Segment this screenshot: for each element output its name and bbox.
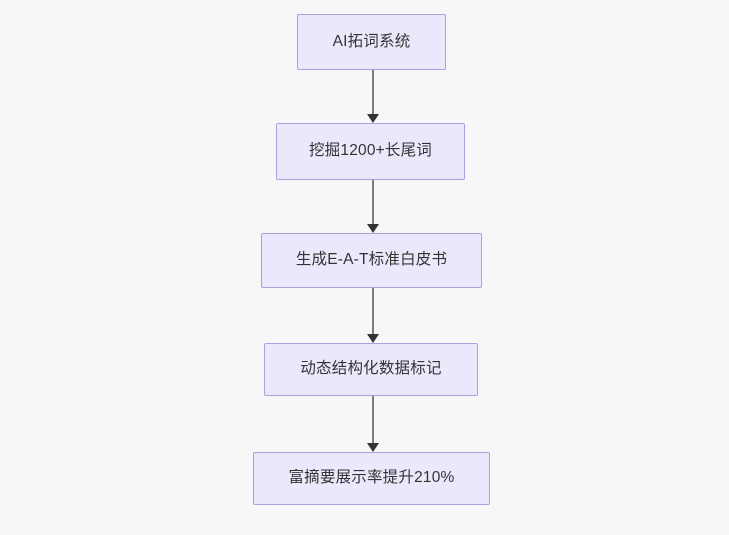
edge-n2-n3 [366, 180, 380, 233]
arrowhead-icon [367, 443, 379, 452]
flow-node-mine-longtail-keywords[interactable]: 挖掘1200+长尾词 [276, 123, 465, 180]
edge-n1-n2 [366, 70, 380, 123]
flow-node-ai-keyword-system[interactable]: AI拓词系统 [297, 14, 446, 70]
edge-line [372, 288, 374, 335]
flow-node-label: 富摘要展示率提升210% [288, 469, 455, 487]
flow-node-dynamic-structured-data-markup[interactable]: 动态结构化数据标记 [264, 343, 478, 396]
edge-n4-n5 [366, 396, 380, 452]
flow-node-label: 生成E-A-T标准白皮书 [295, 251, 448, 269]
flow-node-generate-eat-whitepaper[interactable]: 生成E-A-T标准白皮书 [261, 233, 482, 288]
flow-node-label: AI拓词系统 [332, 32, 411, 50]
arrowhead-icon [367, 114, 379, 123]
arrowhead-icon [367, 334, 379, 343]
flow-node-label: 挖掘1200+长尾词 [308, 142, 433, 160]
flow-node-label: 动态结构化数据标记 [300, 360, 442, 378]
arrowhead-icon [367, 224, 379, 233]
edge-line [372, 396, 374, 444]
edge-n3-n4 [366, 288, 380, 343]
edge-line [372, 70, 374, 115]
edge-line [372, 180, 374, 225]
flow-node-rich-snippet-impression-uplift[interactable]: 富摘要展示率提升210% [253, 452, 490, 505]
